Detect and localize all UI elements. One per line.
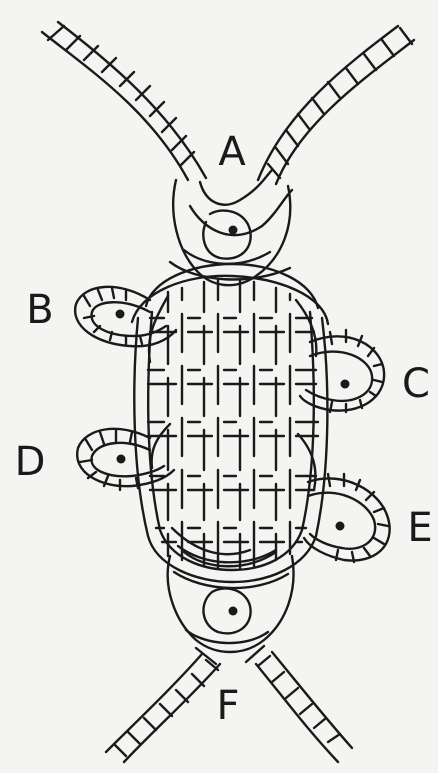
label-d: D [15, 442, 46, 482]
label-a: A [218, 132, 245, 172]
dot-b [116, 310, 125, 319]
dot-f [229, 607, 238, 616]
braid-top-right [258, 26, 414, 184]
woven-body [132, 264, 328, 582]
dot-a [229, 226, 238, 235]
label-b: B [26, 290, 53, 330]
braid-bottom-left [106, 654, 220, 762]
label-c: C [402, 364, 430, 404]
loop-e [304, 474, 390, 562]
loop-b [75, 287, 176, 346]
label-f: F [216, 686, 239, 726]
braid-bottom-right [256, 652, 352, 762]
dot-c [341, 380, 350, 389]
braid-top-left [42, 22, 206, 180]
dot-e [336, 522, 345, 531]
dot-d [117, 455, 126, 464]
label-e: E [407, 508, 432, 548]
